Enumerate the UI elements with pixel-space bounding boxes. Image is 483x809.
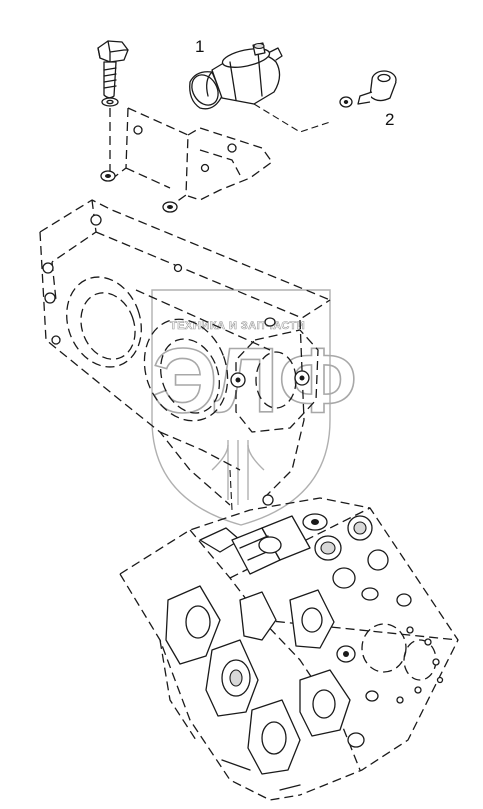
bolt-washer: [101, 97, 119, 107]
gear-cover-housing: [39, 199, 331, 506]
part-2-screw: [339, 70, 397, 108]
callout-2: 2: [385, 110, 394, 129]
callout-1: 1: [195, 37, 204, 56]
bracket-nuts: [100, 170, 178, 213]
mounting-flange: [230, 317, 319, 433]
watermark-letters: ЭЛФ: [152, 330, 357, 432]
mounting-bracket: [107, 107, 273, 211]
solenoid-leader-line: [253, 103, 331, 133]
watermark-logo: ТЕХНИКА И ЗАПЧАСТИ ЭЛФ: [151, 289, 358, 526]
engine-block: [119, 497, 459, 801]
assembly-axis-line: [229, 469, 233, 511]
bolt-hex-head: [97, 40, 129, 99]
part-1-solenoid: [189, 42, 283, 110]
